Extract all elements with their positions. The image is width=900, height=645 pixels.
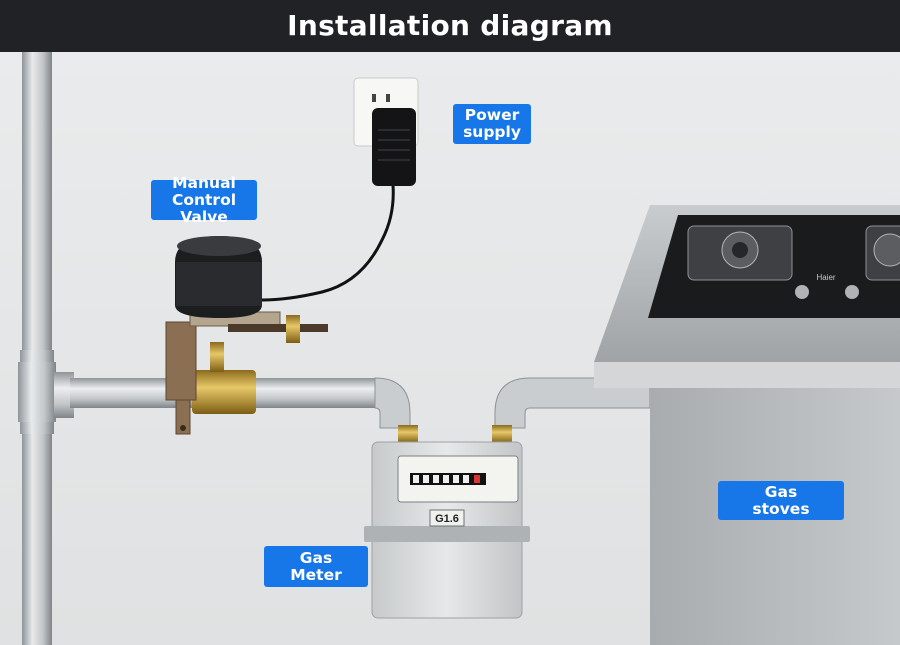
riser-pipe [18,52,74,645]
gas-meter: G1.6 [364,441,530,619]
gas-stoves-label: Gas stoves [718,481,844,520]
page-title: Installation diagram [0,0,900,52]
power-cable [261,184,395,302]
stove-knob-right [845,285,859,299]
burner-right [865,225,900,281]
power-adapter [372,108,416,186]
meter-model-text: G1.6 [435,513,459,525]
gas-meter-label: Gas Meter [264,546,368,587]
ball-valve [192,342,256,414]
power-supply-label: Power supply [453,104,531,144]
meter-outlet-pipe [492,377,651,443]
burner-left [687,225,793,281]
manual-control-valve-label: Manual Control Valve [151,174,257,225]
manual-control-valve-actuator [165,236,328,435]
stove-knob-left [795,285,809,299]
gas-stove: Haier [648,215,900,318]
meter-inlet-pipe [374,377,418,443]
stove-brand-text: Haier [816,273,835,282]
